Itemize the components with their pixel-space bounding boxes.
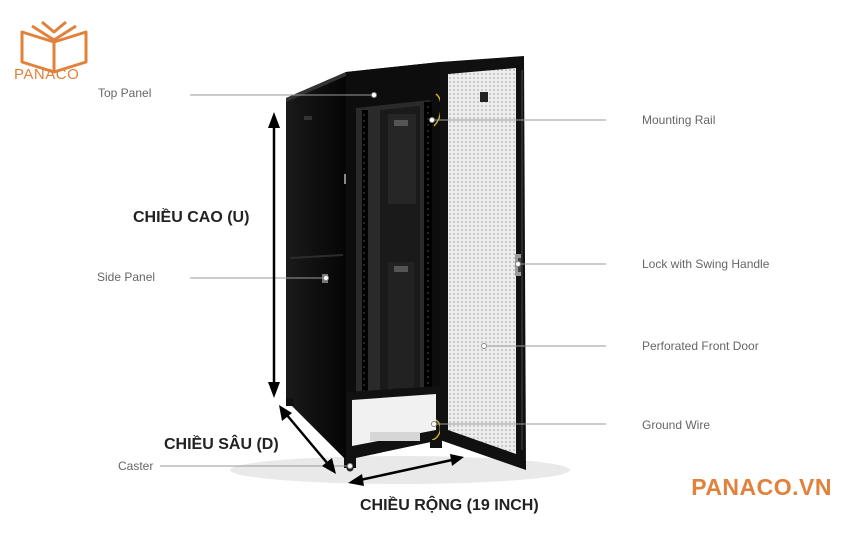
floor-shadow <box>230 456 570 484</box>
panaco-logo-icon <box>20 20 88 74</box>
logo-text: PANACO <box>14 66 80 83</box>
side-panel <box>286 72 348 460</box>
front-frame <box>346 62 440 460</box>
label-caster: Caster <box>118 459 154 473</box>
brand-text: PANACO.VN <box>691 474 832 500</box>
dimension-width: CHIỀU RỘNG (19 INCH) <box>360 497 539 514</box>
label-ground-wire: Ground Wire <box>642 418 711 432</box>
front-door <box>440 56 526 470</box>
label-top-panel: Top Panel <box>98 86 152 100</box>
dimension-height: CHIỀU CAO (U) <box>133 209 250 226</box>
label-side-panel: Side Panel <box>97 270 156 284</box>
label-mounting-rail: Mounting Rail <box>642 113 716 127</box>
label-front-door: Perforated Front Door <box>642 339 759 353</box>
dimension-arrows <box>268 112 464 486</box>
leader-lines <box>160 94 606 467</box>
dimension-depth: CHIỀU SÂU (D) <box>164 436 279 453</box>
label-lock: Lock with Swing Handle <box>642 257 770 271</box>
